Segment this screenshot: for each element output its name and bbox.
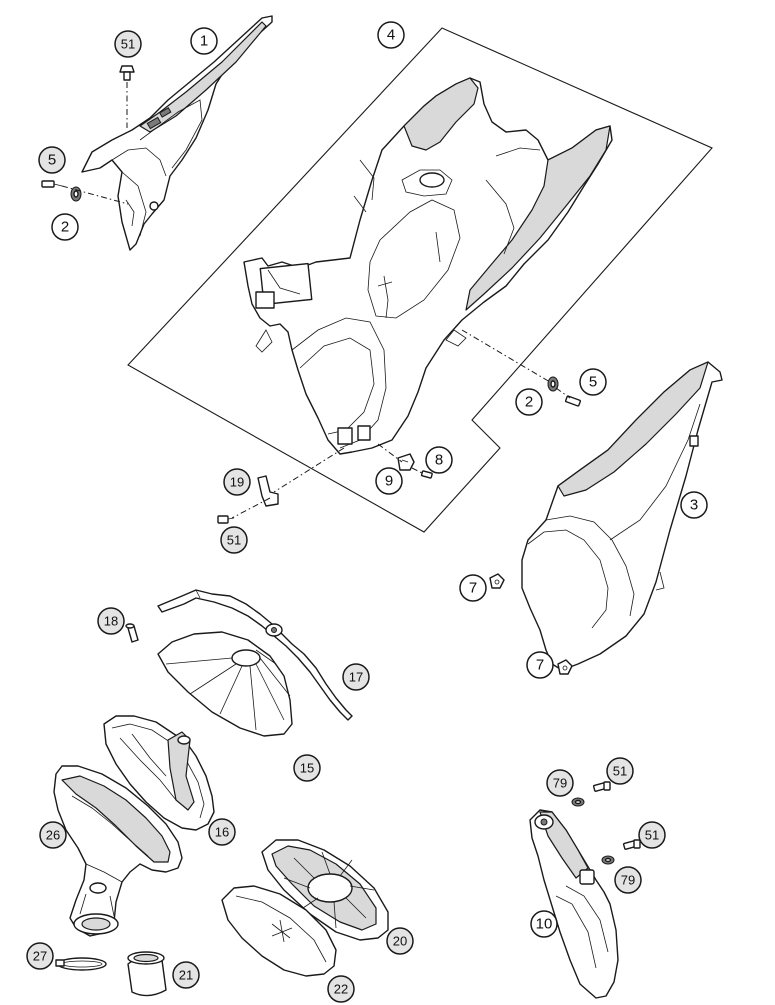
svg-text:51: 51 — [645, 828, 659, 843]
filter-sponge-22 — [221, 885, 337, 977]
svg-text:7: 7 — [536, 657, 544, 674]
callout-79-lower: 79 — [614, 866, 642, 894]
callout-8: 8 — [425, 446, 453, 474]
washer-2-right — [547, 376, 559, 392]
callout-21: 21 — [172, 961, 200, 989]
sleeve-21 — [127, 951, 167, 997]
callout-7-lower: 7 — [526, 651, 554, 679]
callout-51-upper: 51 — [114, 30, 142, 58]
callout-10: 10 — [530, 910, 558, 938]
screw-7-lower — [557, 659, 573, 675]
callout-2-right: 2 — [515, 388, 543, 416]
svg-text:17: 17 — [349, 670, 363, 685]
svg-text:4: 4 — [387, 27, 395, 44]
screw-7-upper — [489, 573, 505, 589]
callout-18: 18 — [97, 607, 125, 635]
callout-20: 20 — [386, 927, 414, 955]
washer-79-lower — [601, 855, 615, 865]
svg-text:15: 15 — [300, 761, 314, 776]
airbox-group-frame — [127, 27, 713, 533]
svg-text:22: 22 — [334, 982, 348, 997]
svg-text:2: 2 — [525, 394, 533, 411]
callout-2-upper: 2 — [51, 213, 79, 241]
washer-2-upper — [70, 186, 82, 202]
screw-51-right-lower — [622, 839, 641, 850]
callout-1: 1 — [190, 27, 218, 55]
svg-text:8: 8 — [435, 452, 443, 469]
svg-text:26: 26 — [46, 828, 60, 843]
svg-text:18: 18 — [104, 614, 118, 629]
bracket-19 — [257, 475, 279, 507]
svg-text:79: 79 — [553, 776, 567, 791]
callout-79-upper: 79 — [546, 769, 574, 797]
svg-text:5: 5 — [589, 374, 597, 391]
clamp-27 — [55, 957, 107, 971]
air-filter-20 — [261, 839, 389, 941]
callout-3: 3 — [680, 491, 708, 519]
svg-text:21: 21 — [179, 968, 193, 983]
screw-51-lower — [217, 515, 235, 524]
svg-text:1: 1 — [200, 33, 208, 50]
svg-text:5: 5 — [48, 152, 56, 169]
svg-text:2: 2 — [61, 219, 69, 236]
callout-26: 26 — [39, 821, 67, 849]
svg-text:51: 51 — [613, 764, 627, 779]
filter-dome-15 — [157, 631, 293, 737]
svg-text:20: 20 — [393, 934, 407, 949]
callout-22: 22 — [327, 975, 355, 1003]
airbox-part — [243, 77, 613, 455]
clip-8 — [397, 453, 415, 471]
callout-51-right-upper: 51 — [606, 757, 634, 785]
screw-5-upper — [41, 180, 63, 188]
filter-support-17 — [157, 589, 353, 721]
callout-7-upper: 7 — [459, 574, 487, 602]
callout-16: 16 — [208, 818, 236, 846]
callout-27: 27 — [26, 942, 54, 970]
intake-boot-26 — [53, 765, 183, 937]
svg-text:27: 27 — [33, 949, 47, 964]
washer-79-upper — [571, 797, 585, 807]
svg-text:51: 51 — [121, 37, 135, 52]
callout-17: 17 — [342, 663, 370, 691]
svg-text:7: 7 — [469, 580, 477, 597]
screw-9 — [420, 470, 433, 479]
air-guide-10 — [529, 809, 619, 999]
callout-5-upper: 5 — [38, 146, 66, 174]
side-strip-part — [81, 15, 273, 251]
callout-51-lower: 51 — [220, 526, 248, 554]
pin-18 — [125, 623, 139, 643]
svg-text:3: 3 — [690, 497, 698, 514]
svg-text:19: 19 — [230, 475, 244, 490]
svg-text:16: 16 — [215, 825, 229, 840]
callout-51-right-lower: 51 — [638, 821, 666, 849]
svg-text:79: 79 — [621, 873, 635, 888]
svg-text:10: 10 — [536, 916, 553, 933]
callout-5-right: 5 — [579, 368, 607, 396]
screw-51-right-upper — [592, 781, 611, 792]
callout-19: 19 — [223, 468, 251, 496]
callout-9: 9 — [375, 467, 403, 495]
screw-51-upper — [119, 65, 135, 81]
callout-15: 15 — [293, 754, 321, 782]
screw-5-right — [564, 395, 582, 407]
svg-text:9: 9 — [385, 473, 393, 490]
filter-cage-16 — [103, 715, 215, 831]
callout-4: 4 — [377, 21, 405, 49]
svg-text:51: 51 — [227, 533, 241, 548]
